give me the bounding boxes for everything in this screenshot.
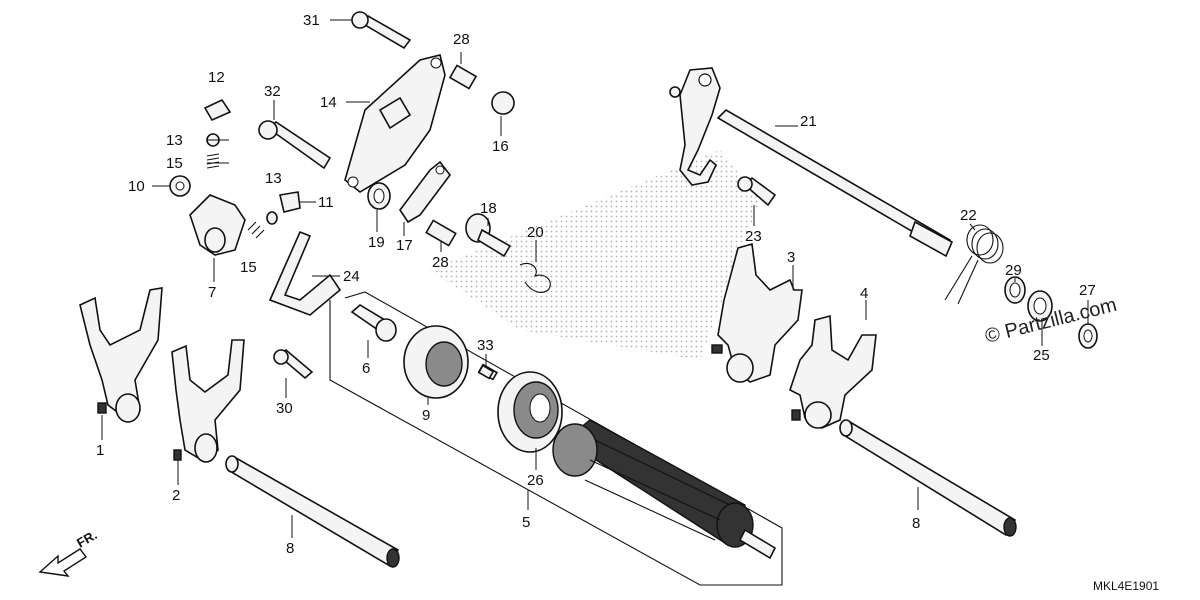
- shift-fork-1: [79, 287, 163, 423]
- callout-5: 5: [522, 514, 530, 531]
- spring-20: [519, 262, 551, 293]
- bush-16: [491, 91, 515, 115]
- callout-12: 12: [208, 69, 225, 86]
- watermark-logo-shape: [430, 150, 760, 360]
- callout-28-mid: 28: [432, 254, 449, 271]
- shift-fork-2: [171, 339, 245, 463]
- callout-17: 17: [396, 237, 413, 254]
- shift-fork-3: [711, 242, 803, 383]
- cap-12: [203, 98, 232, 122]
- spring-15-lower: [247, 221, 265, 239]
- callout-20: 20: [527, 224, 544, 241]
- bolt-32: [258, 120, 332, 170]
- diagram-code: MKL4E1901: [1093, 579, 1159, 593]
- circlip-27: [1078, 323, 1098, 349]
- callout-26: 26: [527, 472, 544, 489]
- spring-15-top: [206, 153, 220, 169]
- callout-11: 11: [318, 194, 334, 211]
- callout-18: 18: [480, 200, 497, 217]
- callout-3: 3: [787, 249, 795, 266]
- callout-14: 14: [320, 94, 337, 111]
- callout-24: 24: [343, 268, 360, 285]
- callout-22: 22: [960, 207, 977, 224]
- bolt-6: [350, 304, 397, 342]
- pin-18: [465, 213, 512, 258]
- callout-8-right: 8: [912, 515, 920, 532]
- shift-drum: [552, 419, 777, 560]
- callout-4: 4: [860, 285, 868, 302]
- washer-19: [367, 182, 391, 210]
- callout-29: 29: [1005, 262, 1022, 279]
- bolt-23: [737, 176, 777, 207]
- callout-21: 21: [800, 113, 817, 130]
- gearshift-spindle: [669, 67, 954, 258]
- collar-29: [1004, 276, 1026, 304]
- nut-10: [169, 175, 191, 197]
- callout-13-lower: 13: [265, 170, 282, 187]
- callout-10: 10: [128, 178, 145, 195]
- callout-9: 9: [422, 407, 430, 424]
- callout-8-left: 8: [286, 540, 294, 557]
- arrow-icon: [38, 548, 88, 577]
- bolt-30: [273, 349, 314, 380]
- cam-7: [189, 194, 246, 256]
- callout-19: 19: [368, 234, 385, 251]
- leader-lines: [101, 19, 1089, 538]
- drum-center-star: [403, 325, 499, 399]
- fork-shaft-right: [839, 419, 1017, 537]
- fork-shaft-left: [225, 455, 400, 568]
- callout-27: 27: [1079, 282, 1096, 299]
- collar-28-mid: [425, 219, 457, 247]
- callout-30: 30: [276, 400, 293, 417]
- callout-23: 23: [745, 228, 762, 245]
- link-17: [399, 160, 452, 224]
- pin-13-lower: [266, 211, 278, 225]
- stopper-arm: [268, 230, 342, 316]
- callouts: 1 2 3 4 5 6 7 8 8 9 10 11 12 13 13 14 15…: [96, 12, 1096, 557]
- callout-6: 6: [362, 360, 370, 377]
- bearing: [497, 371, 563, 453]
- return-spring: [944, 224, 1004, 305]
- bolt-31: [351, 11, 412, 50]
- front-label: FR.: [74, 527, 100, 550]
- assembly-group-outline: [329, 291, 783, 586]
- callout-33: 33: [477, 337, 494, 354]
- callout-32: 32: [264, 83, 281, 100]
- collar-28-top: [448, 64, 478, 90]
- plate-11: [279, 191, 301, 213]
- pin-33: [477, 364, 495, 380]
- callout-15-lower: 15: [240, 259, 257, 276]
- front-direction-arrow: FR.: [38, 527, 100, 577]
- washer-25: [1027, 290, 1053, 322]
- callout-2: 2: [172, 487, 180, 504]
- callout-7: 7: [208, 284, 216, 301]
- callout-28-top: 28: [453, 31, 470, 48]
- callout-13-top: 13: [166, 132, 183, 149]
- callout-31: 31: [303, 12, 320, 29]
- callout-25: 25: [1033, 347, 1050, 364]
- callout-15-top: 15: [166, 155, 183, 172]
- callout-16: 16: [492, 138, 509, 155]
- shift-fork-4: [789, 314, 877, 429]
- callout-1: 1: [96, 442, 104, 459]
